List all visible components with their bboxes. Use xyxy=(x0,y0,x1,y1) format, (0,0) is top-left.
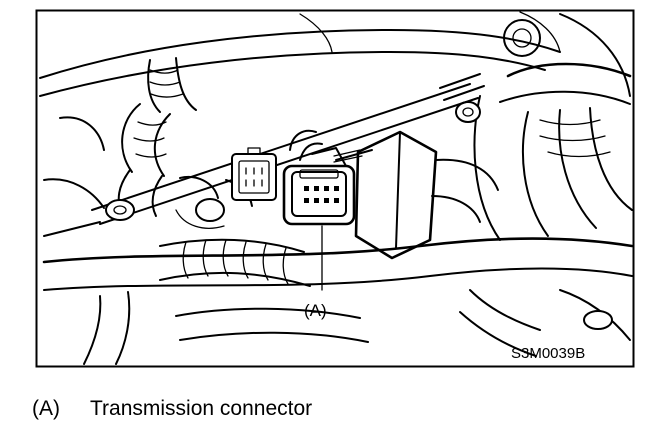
caption-text: Transmission connector xyxy=(90,397,313,420)
transmission-connector xyxy=(282,129,356,226)
lower-pipes xyxy=(42,237,634,365)
bolt-fitting xyxy=(439,73,485,123)
wiring-harness-left xyxy=(117,57,197,217)
small-connector xyxy=(231,147,277,201)
callout-label: (A) xyxy=(304,301,327,320)
right-tube-bundle xyxy=(473,62,633,241)
left-bolt xyxy=(43,116,135,237)
mid-components xyxy=(175,176,253,229)
transmission-housing xyxy=(333,130,499,260)
figure-frame xyxy=(35,9,635,368)
figure-code: S3M0039B xyxy=(511,345,585,362)
caption-ref: (A) xyxy=(32,397,60,420)
lower-corrugated-hose xyxy=(159,238,311,287)
valve-cap xyxy=(503,13,631,97)
figure-caption: (A) Transmission connector xyxy=(32,397,312,421)
upper-hose xyxy=(39,11,561,97)
